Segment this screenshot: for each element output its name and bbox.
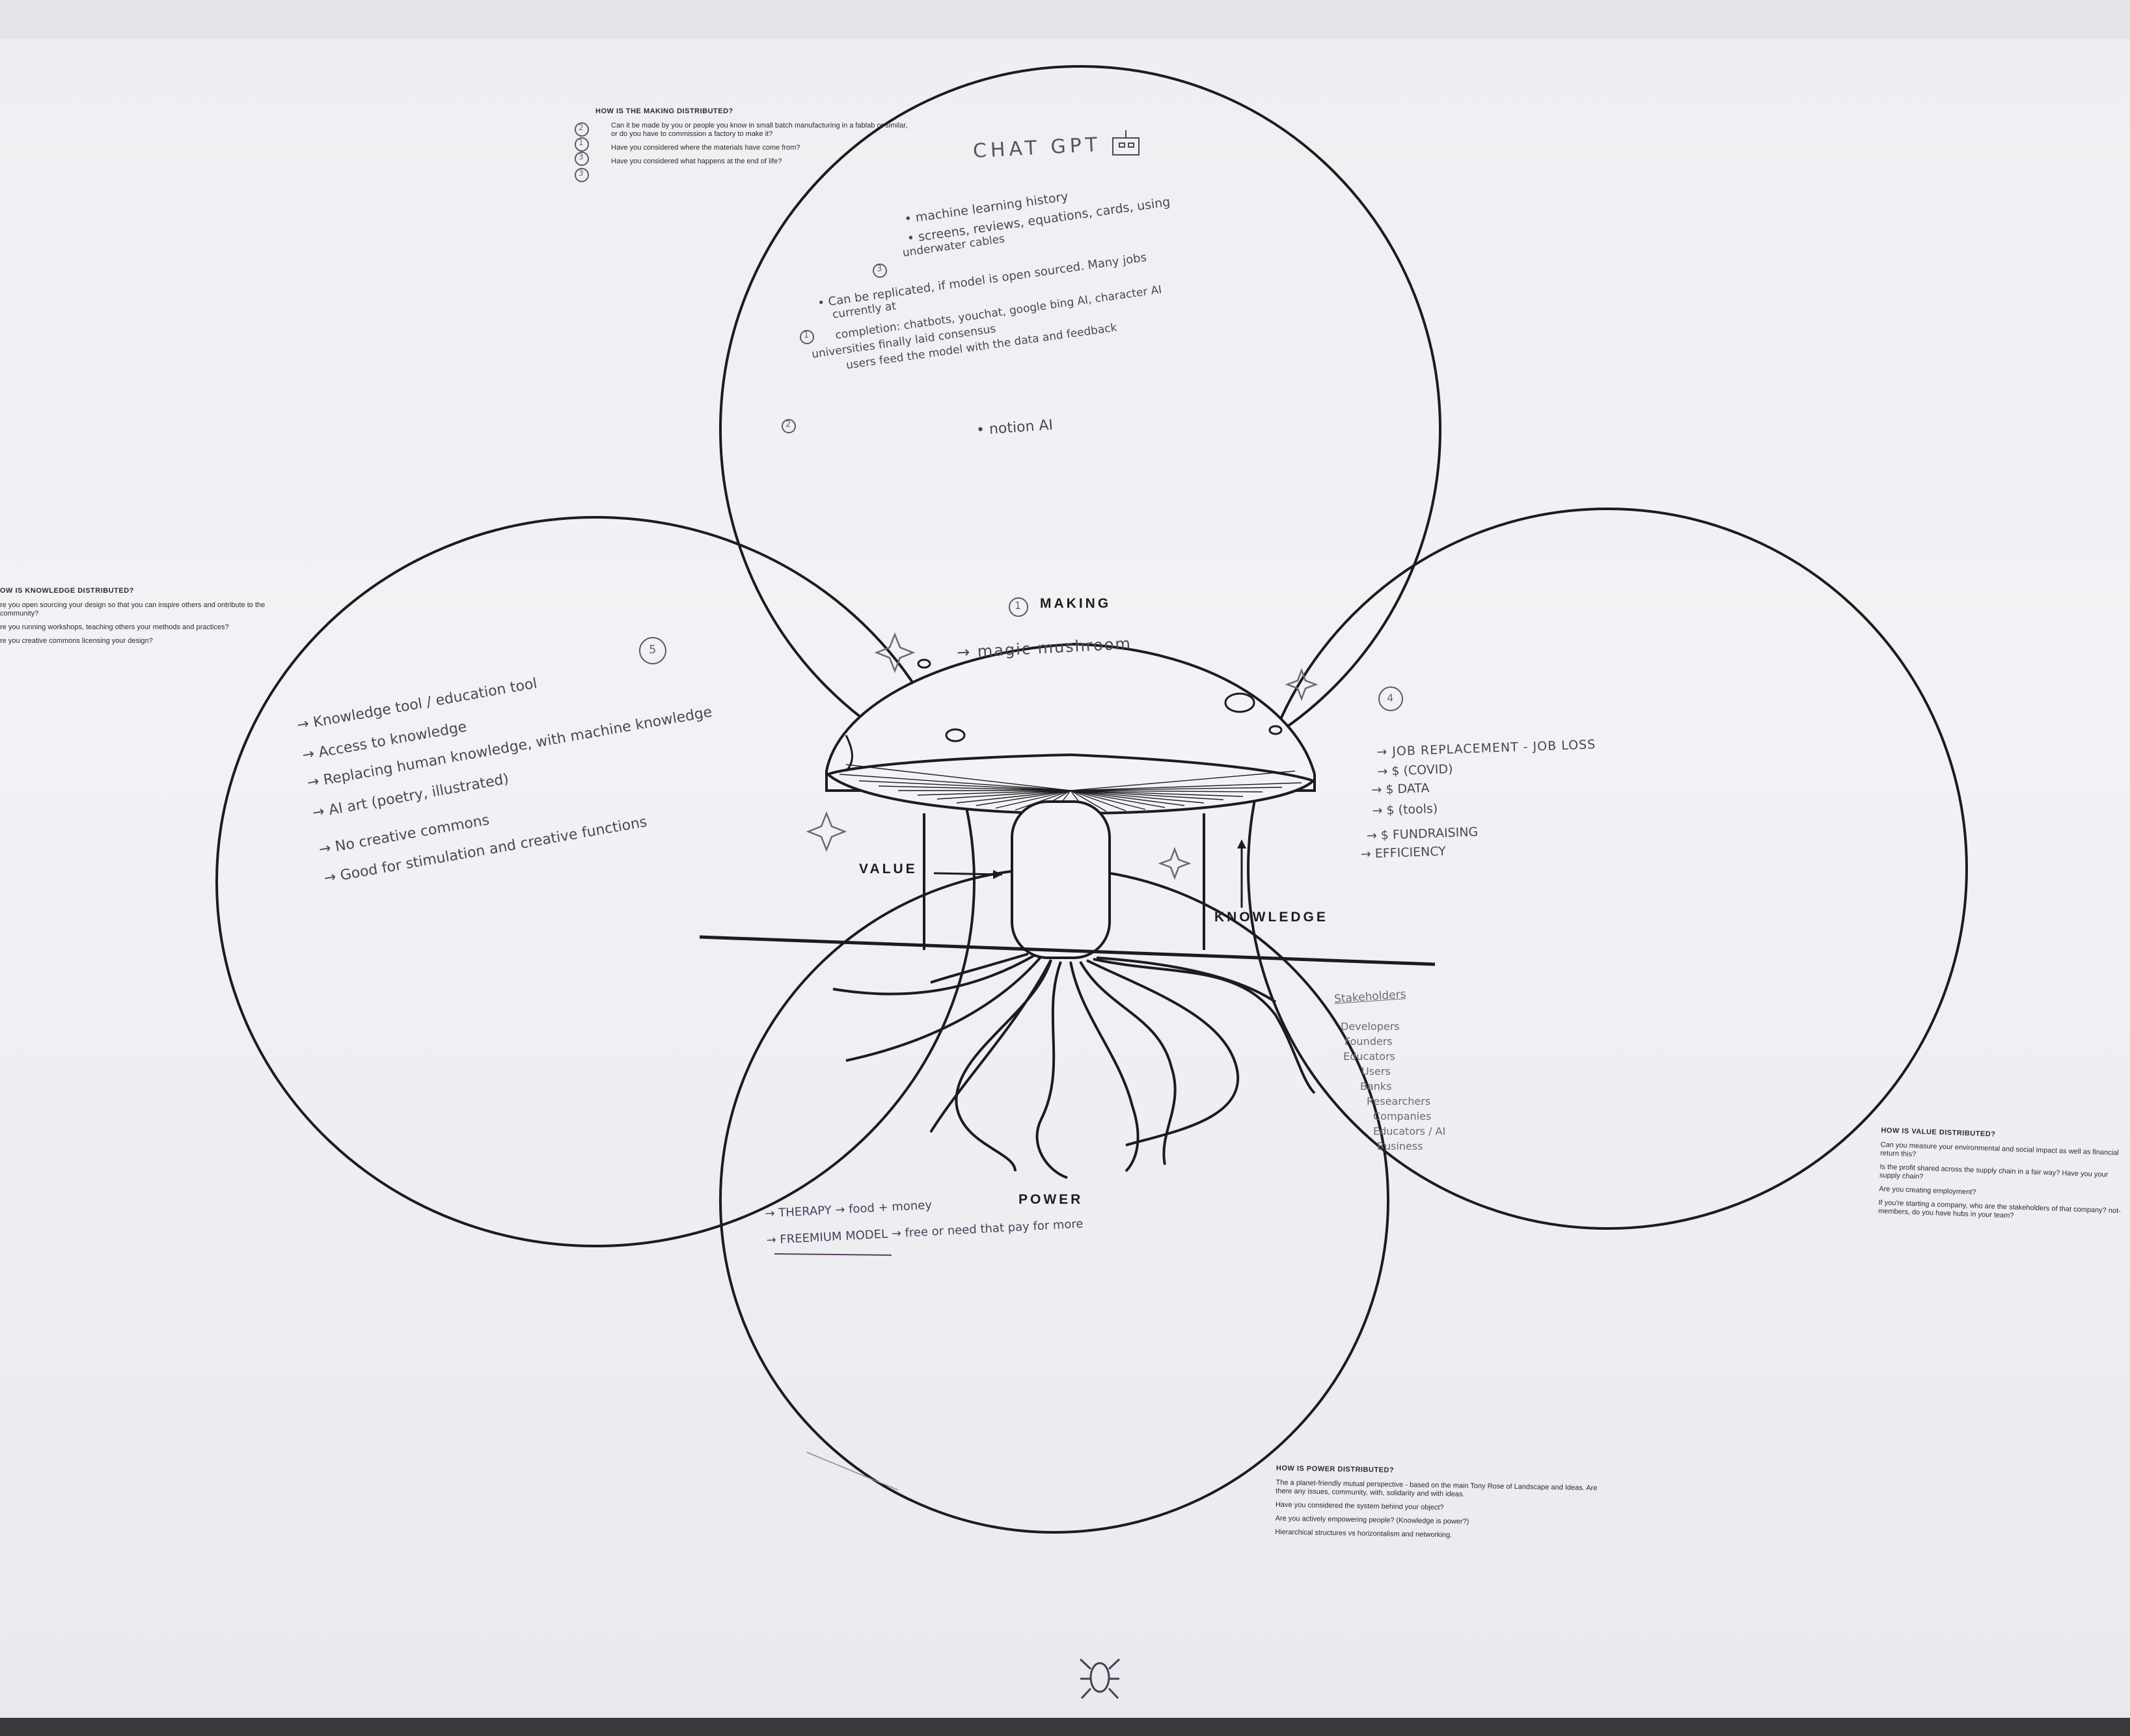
making-question-3: Have you considered what happens at the … — [611, 157, 782, 165]
power-label: POWER — [1018, 1192, 1084, 1207]
numeral-question-2: 1 — [579, 138, 584, 147]
power-questions: HOW IS POWER DISTRIBUTED? The a planet-f… — [1275, 1465, 1602, 1548]
stakeholder-item: Developers — [1341, 1020, 1400, 1033]
mushroom-illustration — [699, 632, 1436, 1179]
robot-doodle-icon — [1112, 130, 1140, 156]
value-label: VALUE — [859, 861, 918, 876]
stakeholder-item: Educators / AI — [1373, 1125, 1446, 1137]
numeral-making-note-c: 2 — [785, 420, 791, 429]
stakeholders-list: Developers Founders Educators Users Bank… — [1341, 1020, 1445, 1152]
value-note-2: → $ (COVID) — [1377, 761, 1453, 779]
value-question-2: Is the profit shared across the supply c… — [1879, 1163, 2109, 1181]
stakeholder-item: Founders — [1345, 1035, 1393, 1048]
numeral-making-note-b: 1 — [804, 331, 810, 340]
value-notes: → JOB REPLACEMENT - JOB LOSS → $ (COVID)… — [1360, 737, 1598, 861]
numeral-making-note-a: 3 — [877, 264, 882, 274]
stakeholder-item: Companies — [1373, 1110, 1432, 1122]
power-question-1: The a planet-friendly mutual perspective… — [1276, 1478, 1598, 1499]
making-questions: HOW IS THE MAKING DISTRIBUTED? Can it be… — [595, 107, 908, 171]
beetle-doodle-icon — [1079, 1658, 1121, 1700]
background-wall — [0, 0, 2130, 39]
numeral-question-3: 3 — [579, 152, 584, 161]
numeral-question-1: 2 — [579, 123, 584, 132]
making-question-1: Can it be made by you or people you know… — [611, 122, 908, 138]
sparkle-icons — [806, 632, 1318, 880]
knowledge-question-2: re you running workshops, teaching other… — [0, 623, 229, 631]
value-note-4: → $ (tools) — [1372, 801, 1438, 819]
making-questions-heading: HOW IS THE MAKING DISTRIBUTED? — [595, 107, 733, 115]
stakeholder-item: Business — [1377, 1140, 1423, 1152]
knowledge-circle — [215, 516, 976, 1247]
roots — [832, 953, 1316, 1179]
numeral-knowledge: 5 — [649, 643, 657, 657]
value-note-3: → $ DATA — [1371, 781, 1430, 798]
knowledge-questions: OW IS KNOWLEDGE DISTRIBUTED? re you open… — [0, 587, 280, 651]
power-question-4: Hierarchical structures vs horizontalism… — [1275, 1528, 1453, 1539]
knowledge-question-3: re you creative commons licensing your d… — [0, 637, 153, 645]
value-question-1: Can you measure your environmental and s… — [1880, 1141, 2119, 1159]
value-circle — [1247, 508, 1968, 1230]
gills-lines — [839, 764, 1302, 813]
stakeholder-item: Users — [1361, 1065, 1391, 1078]
power-question-3: Are you actively empowering people? (Kno… — [1275, 1514, 1469, 1526]
value-question-4: If you're starting a company, who are th… — [1877, 1199, 2121, 1220]
numeral-making: 1 — [1015, 599, 1022, 612]
stakeholder-item: Researchers — [1367, 1095, 1431, 1107]
numeral-question-4: 3 — [579, 169, 584, 178]
numeral-value: 4 — [1387, 692, 1394, 704]
making-label: MAKING — [1040, 596, 1112, 611]
knowledge-question-1: re you open sourcing your design so that… — [0, 601, 266, 617]
stakeholder-item: Banks — [1360, 1080, 1392, 1092]
knowledge-questions-heading: OW IS KNOWLEDGE DISTRIBUTED? — [0, 587, 134, 595]
value-questions: HOW IS VALUE DISTRIBUTED? Can you measur… — [1878, 1126, 2129, 1229]
table-edge — [0, 1718, 2130, 1736]
making-question-2: Have you considered where the materials … — [611, 144, 800, 152]
knowledge-label: KNOWLEDGE — [1214, 910, 1328, 925]
power-question-2: Have you considered the system behind yo… — [1275, 1500, 1444, 1512]
stakeholder-item: Educators — [1343, 1050, 1395, 1063]
